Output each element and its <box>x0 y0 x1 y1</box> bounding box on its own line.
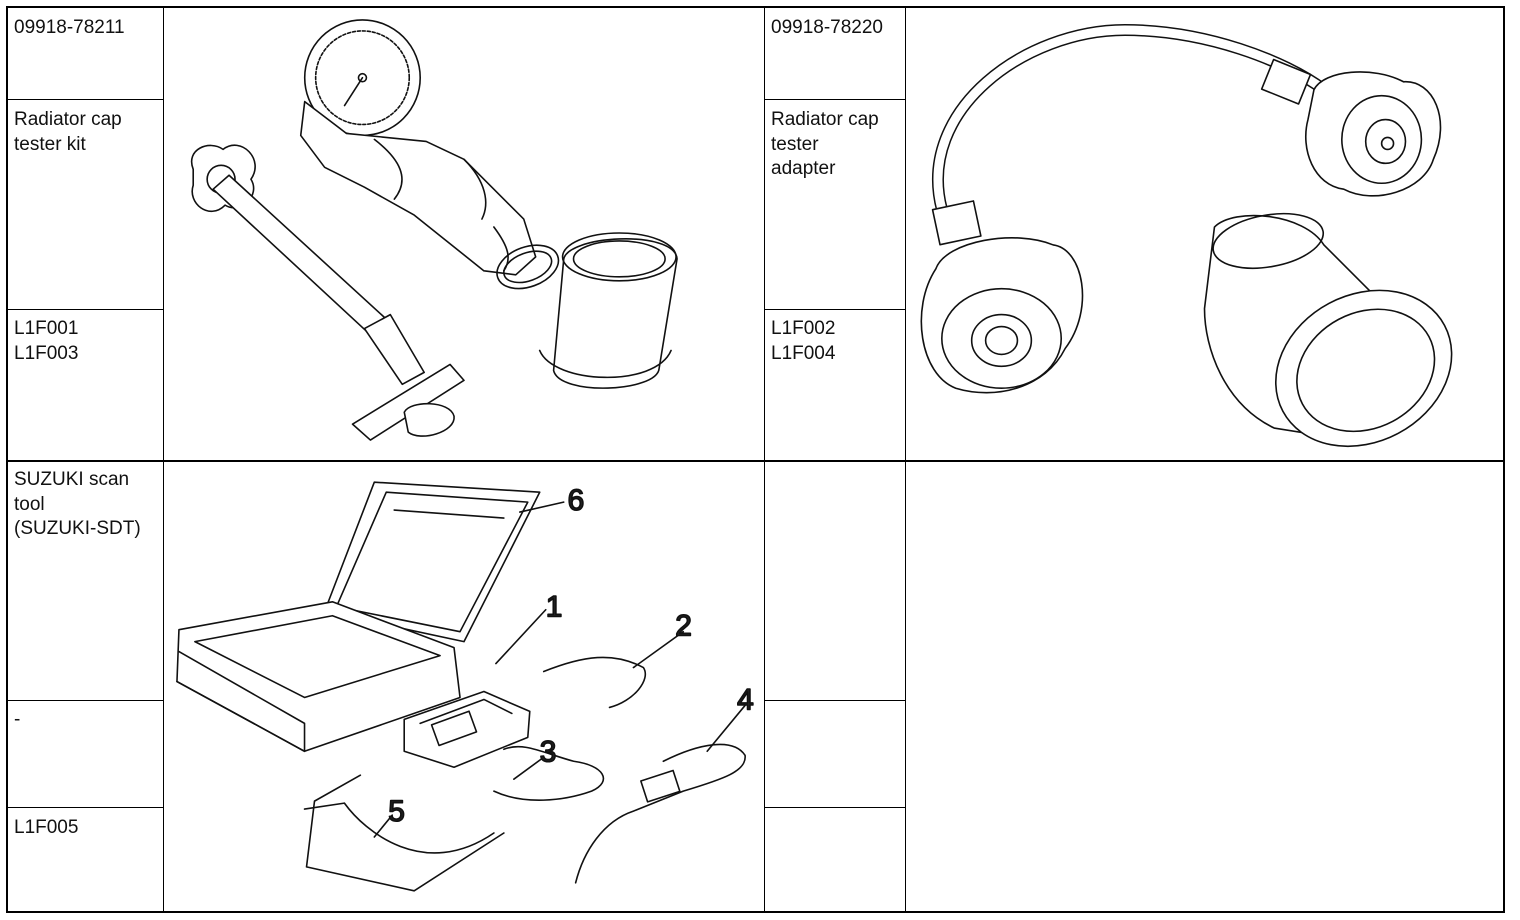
cell-divider <box>8 807 163 808</box>
middle-text: - <box>14 709 21 730</box>
callout-2: 2 <box>675 610 692 643</box>
figure-codes: L1F005 <box>14 817 79 838</box>
tool-name: SUZUKI scan tool (SUZUKI-SDT) <box>14 469 141 539</box>
row-divider <box>8 460 1503 462</box>
callout-4: 4 <box>737 683 754 716</box>
callout-5: 5 <box>388 795 405 828</box>
column-divider <box>905 8 906 911</box>
special-tools-table: 09918-78211 Radiator cap tester kit L1F0… <box>6 6 1505 913</box>
part-number: 09918-78220 <box>771 17 883 38</box>
callout-3: 3 <box>540 735 557 768</box>
suzuki-scan-tool-kit-illustration: 1 2 3 4 5 6 <box>165 462 763 911</box>
radiator-cap-tester-kit-illustration <box>165 10 763 458</box>
tool-name: Radiator cap tester adapter <box>771 109 879 179</box>
callout-1: 1 <box>546 591 563 624</box>
cell-divider <box>8 309 163 310</box>
cell-divider <box>764 309 905 310</box>
column-divider <box>163 8 164 911</box>
cell-divider <box>764 99 905 100</box>
cell-divider <box>764 807 905 808</box>
lower-cap-icon <box>921 238 1082 393</box>
callout-6: 6 <box>568 484 585 517</box>
cell-divider <box>764 700 905 701</box>
figure-codes: L1F002 L1F004 <box>771 318 836 364</box>
cell-divider <box>8 700 163 701</box>
cell-divider <box>8 99 163 100</box>
upper-cap-icon <box>1306 72 1441 196</box>
radiator-cap-tester-adapter-illustration <box>906 10 1503 458</box>
pressure-gauge-icon <box>305 20 420 135</box>
figure-codes: L1F001 L1F003 <box>14 318 79 364</box>
column-divider <box>764 8 765 911</box>
part-number: 09918-78211 <box>14 17 125 38</box>
adapter-cylinder-icon <box>1205 206 1480 458</box>
tool-name: Radiator cap tester kit <box>14 109 122 155</box>
